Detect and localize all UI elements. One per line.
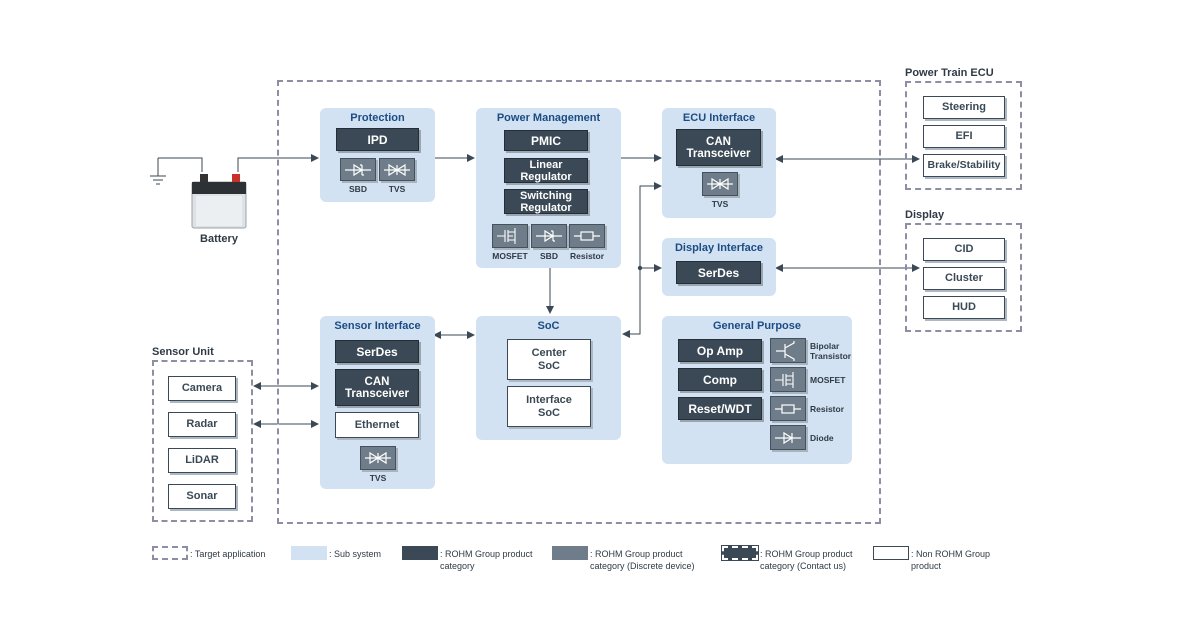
serdes-block[interactable]: SerDes [676,261,761,284]
radar-block[interactable]: Radar [168,412,236,437]
cid-block[interactable]: CID [923,238,1005,261]
sonar-block[interactable]: Sonar [168,484,236,509]
tvs-caption: TVS [711,199,729,209]
soc-ecu-arrow [622,182,662,338]
diode-icon [770,425,806,450]
protection-subsystem: Protection IPD SBD TVS [320,108,435,202]
sensor-interface-title: Sensor Interface [334,320,421,332]
resistor-icon [770,396,806,421]
mosfet-icon [770,367,806,392]
brake-stability-block[interactable]: Brake/Stability [923,154,1005,177]
pmic-block[interactable]: PMIC [504,130,588,151]
soc-title: SoC [537,320,560,332]
general-purpose-subsystem: General Purpose Op Amp Comp Reset/WDT Bi… [662,316,852,464]
interface-soc-block[interactable]: Interface SoC [507,386,591,427]
lidar-block[interactable]: LiDAR [168,448,236,473]
can-transceiver-block[interactable]: CAN Transceiver [335,369,419,406]
sbd-caption: SBD [540,251,558,261]
display-title: Display [905,209,945,221]
battery-label: Battery [200,233,238,245]
mosfet-caption: MOSFET [810,375,846,385]
mosfet-icon [492,224,528,248]
bipolar-transistor-caption: Bipolar Transistor [810,341,852,361]
legend-target-text: : Target application [190,549,266,559]
legend-non-swatch [873,546,909,560]
comp-block[interactable]: Comp [678,368,762,391]
reset-wdt-block[interactable]: Reset/WDT [678,397,762,420]
sbd-caption: SBD [349,184,367,194]
steering-block[interactable]: Steering [923,96,1005,119]
protection-title: Protection [350,112,405,124]
sensor-unit-group: Camera Radar LiDAR Sonar [152,360,253,522]
hud-block[interactable]: HUD [923,296,1005,319]
tvs-caption: TVS [388,184,406,194]
ethernet-block[interactable]: Ethernet [335,412,419,438]
battery-to-protection-arrow [237,154,319,172]
legend-sub-swatch [291,546,327,560]
sbd-icon [340,158,376,181]
target-application-boundary [277,80,881,524]
legend-discrete-text: : ROHM Group product category (Discrete … [590,549,695,571]
diode-caption: Diode [810,433,834,443]
resistor-caption: Resistor [569,251,604,261]
power-train-title: Power Train ECU [905,67,994,79]
display-group: CID Cluster HUD [905,223,1022,332]
legend-sub-text: : Sub system [329,549,382,559]
legend-rohm-text: : ROHM Group product category [440,549,533,571]
power-management-title: Power Management [496,112,601,124]
battery-icon [188,168,250,230]
tvs-icon [360,446,396,470]
legend-contact-swatch [721,545,759,561]
linear-regulator-block[interactable]: Linear Regulator [504,158,588,183]
mosfet-caption: MOSFET [492,251,528,261]
resistor-caption: Resistor [810,404,845,414]
sensor-unit-title: Sensor Unit [152,346,214,358]
tvs-caption: TVS [369,473,387,483]
legend-discrete-swatch [552,546,588,560]
ecu-interface-subsystem: ECU Interface CAN Transceiver TVS [662,108,776,218]
ecu-interface-title: ECU Interface [682,112,756,124]
ipd-block[interactable]: IPD [336,128,419,151]
legend-rohm-swatch [402,546,438,560]
cluster-block[interactable]: Cluster [923,267,1005,290]
switching-regulator-block[interactable]: Switching Regulator [504,189,588,214]
sensor-interface-subsystem: Sensor Interface SerDes CAN Transceiver … [320,316,435,489]
soc-subsystem: SoC Center SoC Interface SoC [476,316,621,440]
center-soc-block[interactable]: Center SoC [507,339,591,380]
legend-non-text: : Non ROHM Group product [911,549,991,571]
tvs-icon [702,172,738,196]
legend-contact-text: : ROHM Group product category (Contact u… [760,549,853,571]
tvs-icon [379,158,415,181]
display-interface-title: Display Interface [674,242,764,254]
general-purpose-title: General Purpose [712,320,802,332]
resistor-icon [569,224,605,248]
sbd-icon [531,224,567,248]
serdes-block[interactable]: SerDes [335,340,419,363]
display-interface-subsystem: Display Interface SerDes [662,238,776,296]
can-transceiver-block[interactable]: CAN Transceiver [676,129,761,166]
bipolar-transistor-icon [770,338,806,363]
efi-block[interactable]: EFI [923,125,1005,148]
power-management-subsystem: Power Management PMIC Linear Regulator S… [476,108,621,268]
legend-target-swatch [152,546,188,560]
power-train-group: Steering EFI Brake/Stability [905,81,1022,190]
op-amp-block[interactable]: Op Amp [678,339,762,362]
camera-block[interactable]: Camera [168,376,236,401]
